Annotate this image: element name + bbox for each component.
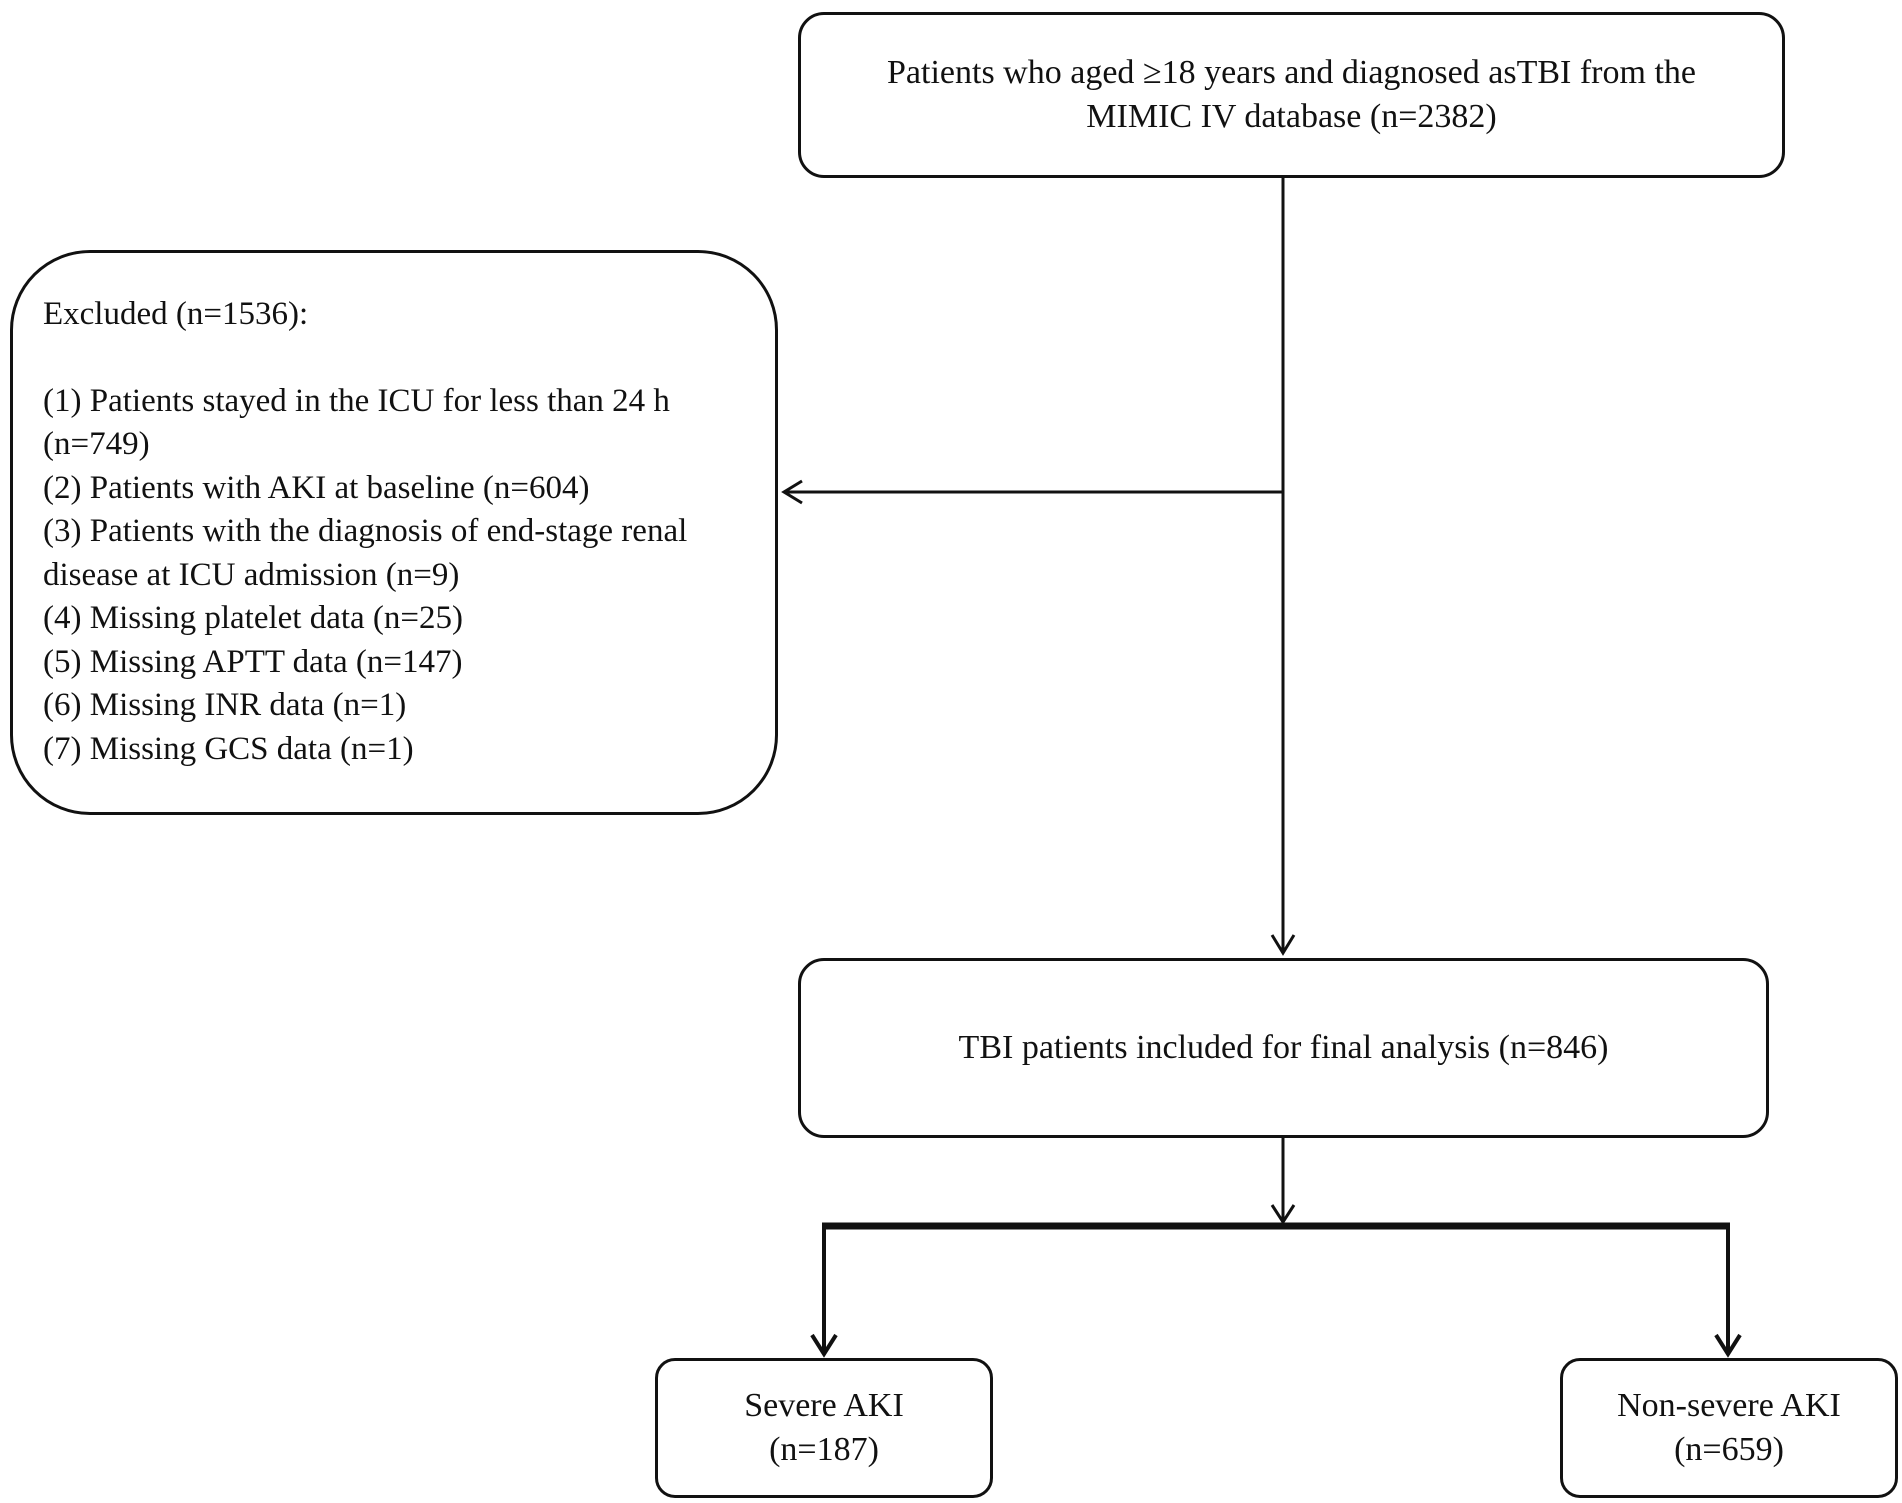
connector-final-down	[1270, 1138, 1296, 1225]
excluded-heading: Excluded (n=1536):	[43, 296, 309, 332]
final-analysis-label: TBI patients included for final analysis…	[958, 1029, 1609, 1066]
excluded-line-9: (7) Missing GCS data (n=1)	[43, 730, 414, 767]
excluded-line-2: (n=749)	[43, 426, 150, 462]
connector-main-vertical	[1270, 178, 1296, 956]
excluded-box: Excluded (n=1536): (1) Patients stayed i…	[10, 250, 778, 815]
excluded-line-5: disease at ICU admission (n=9)	[43, 556, 460, 593]
excluded-line-1: (1) Patients stayed in the ICU for less …	[43, 382, 670, 419]
source-line-2: MIMIC IV database (n=2382)	[1086, 98, 1497, 135]
excluded-line-7: (5) Missing APTT data (n=147)	[43, 643, 463, 680]
connector-nonsevere-arrow	[1714, 1226, 1742, 1358]
severe-aki-box: Severe AKI (n=187)	[655, 1358, 993, 1498]
severe-aki-label: Severe AKI	[744, 1387, 904, 1424]
source-line-1: Patients who aged ≥18 years and diagnose…	[887, 54, 1696, 91]
source-population-box: Patients who aged ≥18 years and diagnose…	[798, 12, 1785, 178]
excluded-line-6: (4) Missing platelet data (n=25)	[43, 600, 464, 636]
connector-severe-arrow	[810, 1226, 838, 1358]
non-severe-aki-label: Non-severe AKI	[1617, 1387, 1841, 1424]
excluded-line-8: (6) Missing INR data (n=1)	[43, 687, 407, 723]
excluded-line-3: (2) Patients with AKI at baseline (n=604…	[43, 469, 590, 506]
connector-excluded-arrow	[781, 479, 1283, 505]
non-severe-aki-box: Non-severe AKI (n=659)	[1560, 1358, 1898, 1498]
excluded-line-4: (3) Patients with the diagnosis of end-s…	[43, 513, 688, 549]
non-severe-aki-count: (n=659)	[1674, 1431, 1784, 1468]
severe-aki-count: (n=187)	[769, 1431, 879, 1468]
final-analysis-box: TBI patients included for final analysis…	[798, 958, 1769, 1138]
